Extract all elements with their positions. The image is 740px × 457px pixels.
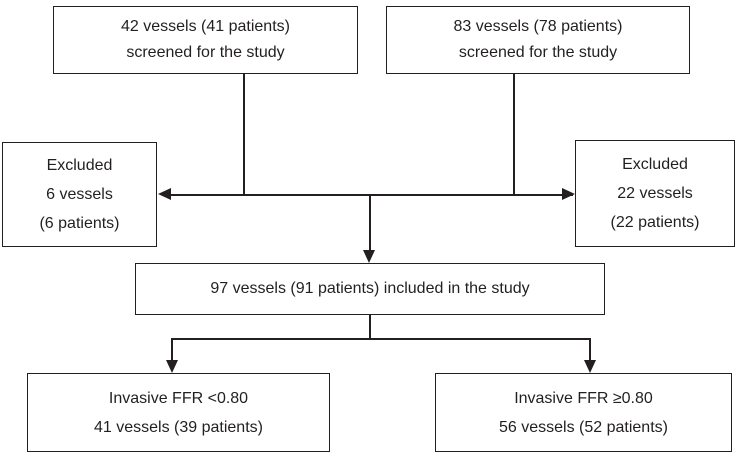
node-text-line: 22 vessels — [617, 185, 693, 202]
arrow-left-icon — [158, 188, 171, 200]
connector-center-drop — [369, 194, 371, 252]
arrow-down-icon — [166, 360, 178, 373]
connector-drop-right — [513, 73, 515, 195]
node-text-line: screened for the study — [126, 44, 285, 61]
node-ffr-below: Invasive FFR <0.80 41 vessels (39 patien… — [27, 373, 330, 452]
node-text-line: 6 vessels — [46, 186, 113, 203]
node-text-line: (6 patients) — [39, 215, 120, 232]
node-text-line: Excluded — [622, 156, 688, 173]
connector-branch-right — [589, 338, 591, 362]
node-ffr-above: Invasive FFR ≥0.80 56 vessels (52 patien… — [435, 373, 732, 452]
node-excluded-left: Excluded 6 vessels (6 patients) — [2, 142, 157, 247]
node-screened-right: 83 vessels (78 patients) screened for th… — [386, 6, 690, 74]
node-text-line: 83 vessels (78 patients) — [453, 18, 623, 35]
arrow-down-icon — [584, 360, 596, 373]
connector-included-drop — [369, 314, 371, 339]
node-text-line: 42 vessels (41 patients) — [121, 18, 290, 35]
connector-branch-line — [171, 338, 591, 340]
node-included: 97 vessels (91 patients) included in the… — [135, 263, 605, 315]
node-text-line: Invasive FFR <0.80 — [108, 389, 249, 407]
node-text-line: Invasive FFR ≥0.80 — [514, 389, 653, 407]
arrow-down-icon — [363, 250, 375, 263]
node-text-line: Excluded — [46, 157, 113, 174]
connector-drop-left — [243, 73, 245, 195]
node-excluded-right: Excluded 22 vessels (22 patients) — [575, 140, 735, 247]
arrow-right-icon — [562, 188, 575, 200]
node-text-line: screened for the study — [458, 44, 618, 61]
node-text-line: 56 vessels (52 patients) — [499, 418, 668, 436]
node-text-line: (22 patients) — [610, 214, 700, 231]
connector-branch-left — [171, 338, 173, 362]
connector-exclusion-line — [163, 194, 573, 196]
node-text-line: 41 vessels (39 patients) — [94, 418, 263, 436]
node-screened-left: 42 vessels (41 patients) screened for th… — [53, 6, 358, 74]
node-text-line: 97 vessels (91 patients) included in the… — [210, 280, 530, 297]
